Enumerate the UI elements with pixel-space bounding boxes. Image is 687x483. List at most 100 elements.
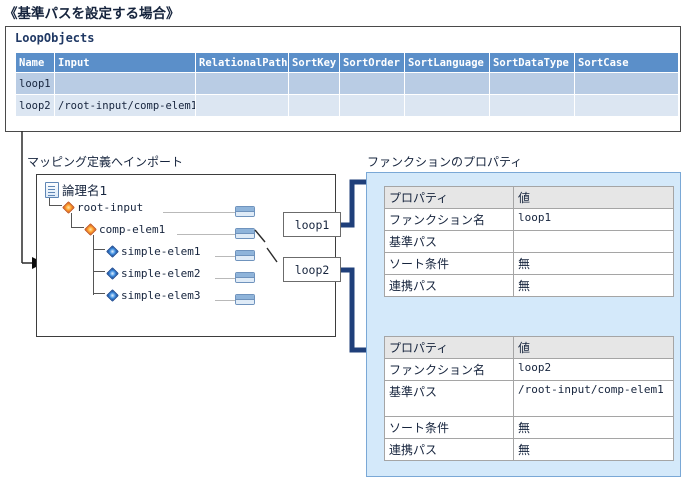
tree-node-root-input[interactable]: root-input xyxy=(62,199,144,216)
cell-relationalpath[interactable] xyxy=(196,95,288,116)
cell-name[interactable]: loop1 xyxy=(16,73,54,94)
page-title: 《基準パスを設定する場合》 xyxy=(4,6,180,22)
mapping-port-chip[interactable] xyxy=(235,272,255,283)
column-header-value: 値 xyxy=(513,336,674,359)
table-row[interactable]: loop2 /root-input/comp-elem1 xyxy=(16,95,678,116)
table-row[interactable]: 連携パス 無 xyxy=(384,274,674,297)
tree-node-label: comp-elem1 xyxy=(99,223,166,236)
callout-loop2-label: loop2 xyxy=(294,262,330,277)
property-value[interactable]: /root-input/comp-elem1 xyxy=(513,380,674,417)
tree-node-label: root-input xyxy=(77,201,144,214)
simple-element-icon xyxy=(106,289,119,302)
complex-element-icon xyxy=(84,223,97,236)
property-value[interactable]: loop1 xyxy=(513,208,674,231)
property-key: 連携パス xyxy=(384,274,514,297)
cell-sortkey[interactable] xyxy=(289,73,339,94)
tree-node-simple-elem1[interactable]: simple-elem1 xyxy=(106,243,201,260)
cell-sortlanguage[interactable] xyxy=(405,95,489,116)
cell-sortdatatype[interactable] xyxy=(490,95,574,116)
column-header-relationalpath[interactable]: RelationalPath xyxy=(196,53,288,72)
column-header-property: プロパティ xyxy=(384,336,514,359)
cell-name[interactable]: loop2 xyxy=(16,95,54,116)
document-icon xyxy=(45,181,59,198)
properties-table-loop2: プロパティ 値 ファンクション名 loop2 基準パス /root-input/… xyxy=(384,336,674,461)
cell-input[interactable]: /root-input/comp-elem1 xyxy=(55,95,195,116)
column-header-sortcase[interactable]: SortCase xyxy=(575,53,678,72)
mapping-lead-line xyxy=(215,278,235,279)
table-row[interactable]: ソート条件 無 xyxy=(384,252,674,275)
simple-element-icon xyxy=(106,267,119,280)
property-key: ソート条件 xyxy=(384,416,514,439)
tree-node-simple-elem2[interactable]: simple-elem2 xyxy=(106,265,201,282)
column-header-property: プロパティ xyxy=(384,186,514,209)
property-key: 基準パス xyxy=(384,230,514,253)
function-properties-panel: プロパティ 値 ファンクション名 loop1 基準パス ソート条件 無 連携パス… xyxy=(366,172,681,477)
mapping-section-caption: マッピング定義へインポート xyxy=(27,155,184,169)
callout-loop2[interactable]: loop2 xyxy=(283,257,341,282)
mapping-lead-line xyxy=(215,300,235,301)
column-header-sortkey[interactable]: SortKey xyxy=(289,53,339,72)
table-row[interactable]: 基準パス /root-input/comp-elem1 xyxy=(384,380,674,417)
property-key: ファンクション名 xyxy=(384,208,514,231)
properties-table-loop1: プロパティ 値 ファンクション名 loop1 基準パス ソート条件 無 連携パス… xyxy=(384,186,674,297)
cell-input[interactable] xyxy=(55,73,195,94)
loop-objects-panel: LoopObjects Name Input RelationalPath So… xyxy=(5,26,681,132)
property-value[interactable]: 無 xyxy=(513,274,674,297)
tree-trunk xyxy=(93,235,94,295)
cell-sortorder[interactable] xyxy=(340,95,404,116)
cell-sortcase[interactable] xyxy=(575,73,678,94)
column-header-name[interactable]: Name xyxy=(16,53,54,72)
complex-element-icon xyxy=(62,201,75,214)
table-row[interactable]: ファンクション名 loop2 xyxy=(384,358,674,381)
cell-sortkey[interactable] xyxy=(289,95,339,116)
property-key: ファンクション名 xyxy=(384,358,514,381)
tree-arm xyxy=(93,249,105,250)
tree-node-comp-elem1[interactable]: comp-elem1 xyxy=(84,221,166,238)
column-header-input[interactable]: Input xyxy=(55,53,195,72)
loop-objects-table: Name Input RelationalPath SortKey SortOr… xyxy=(15,52,679,117)
table-row[interactable]: ファンクション名 loop1 xyxy=(384,208,674,231)
table-row[interactable]: 基準パス xyxy=(384,230,674,253)
column-header-sortlanguage[interactable]: SortLanguage xyxy=(405,53,489,72)
cell-sortdatatype[interactable] xyxy=(490,73,574,94)
property-value[interactable] xyxy=(513,230,674,253)
loop-objects-label: LoopObjects xyxy=(15,31,95,45)
cell-sortcase[interactable] xyxy=(575,95,678,116)
table-row[interactable]: loop1 xyxy=(16,73,678,94)
mapping-port-chip[interactable] xyxy=(235,206,255,217)
tree-node-label: simple-elem2 xyxy=(121,267,201,280)
column-header-sortdatatype[interactable]: SortDataType xyxy=(490,53,574,72)
mapping-lead-line xyxy=(215,256,235,257)
callout-loop1-label: loop1 xyxy=(294,217,330,232)
property-key: 基準パス xyxy=(384,380,514,417)
mapping-port-chip[interactable] xyxy=(235,294,255,305)
properties-section-caption: ファンクションのプロパティ xyxy=(367,155,523,169)
mapping-lead-line xyxy=(177,234,235,235)
tree-node-label: simple-elem1 xyxy=(121,245,201,258)
table-header-row: プロパティ 値 xyxy=(384,336,674,359)
property-value[interactable]: 無 xyxy=(513,416,674,439)
cell-relationalpath[interactable] xyxy=(196,73,288,94)
mapping-port-chip[interactable] xyxy=(235,228,255,239)
tree-arm xyxy=(93,271,105,272)
table-row[interactable]: 連携パス 無 xyxy=(384,438,674,461)
property-value[interactable]: loop2 xyxy=(513,358,674,381)
cell-sortlanguage[interactable] xyxy=(405,73,489,94)
property-value-text: /root-input/comp-elem1 xyxy=(518,383,664,396)
column-header-value: 値 xyxy=(513,186,674,209)
property-value[interactable]: 無 xyxy=(513,438,674,461)
simple-element-icon xyxy=(106,245,119,258)
tree-node-label: 論理名1 xyxy=(62,183,108,198)
tree-arm xyxy=(93,293,105,294)
column-header-sortorder[interactable]: SortOrder xyxy=(340,53,404,72)
mapping-port-chip[interactable] xyxy=(235,250,255,261)
callout-loop1[interactable]: loop1 xyxy=(283,212,341,237)
table-header-row: Name Input RelationalPath SortKey SortOr… xyxy=(16,53,678,72)
tree-node-label: simple-elem3 xyxy=(121,289,201,302)
cell-sortorder[interactable] xyxy=(340,73,404,94)
tree-node-simple-elem3[interactable]: simple-elem3 xyxy=(106,287,201,304)
property-key: ソート条件 xyxy=(384,252,514,275)
tree-node-logical-name[interactable]: 論理名1 xyxy=(45,181,107,198)
table-row[interactable]: ソート条件 無 xyxy=(384,416,674,439)
property-value[interactable]: 無 xyxy=(513,252,674,275)
